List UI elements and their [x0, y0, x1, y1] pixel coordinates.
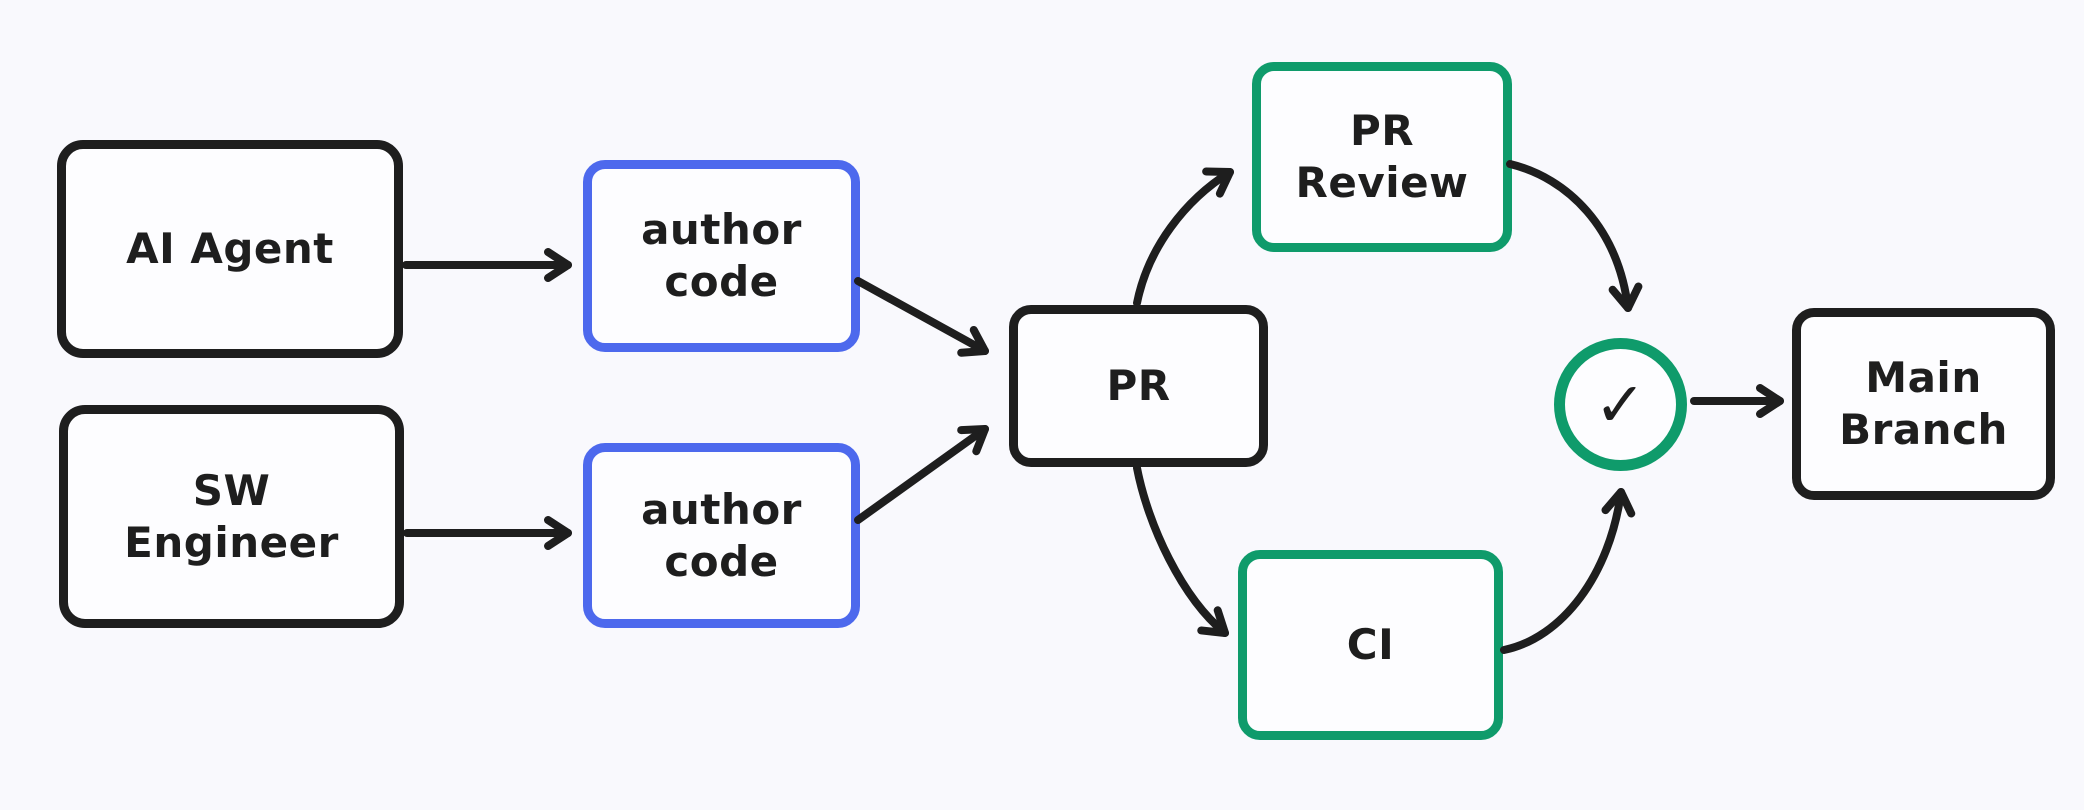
node-main-branch-label-line1: Main: [1865, 353, 1982, 402]
node-author-code-bottom-label-line2: code: [664, 536, 779, 586]
node-author-code-top-label-line2: code: [664, 257, 779, 306]
node-author-code-top-label-line1: author: [641, 205, 802, 254]
node-main-branch: Main Branch: [1792, 308, 2055, 500]
node-author-code-bottom: author code: [583, 443, 860, 628]
arrow-pr-to-pr-review: [1133, 167, 1234, 307]
arrow-author-code-bottom-to-pr: [854, 425, 989, 524]
arrow-ci-to-approval: [1500, 488, 1636, 654]
node-ci: CI: [1238, 550, 1503, 740]
node-sw-engineer-label-line2: Engineer: [124, 517, 339, 567]
node-ai-agent: AI Agent: [57, 140, 403, 358]
node-pr: PR: [1009, 305, 1268, 467]
arrow-pr-to-ci: [1133, 464, 1229, 637]
node-main-branch-label-line2: Branch: [1839, 405, 2008, 454]
arrow-pr-review-to-approval: [1506, 160, 1643, 312]
node-sw-engineer: SW Engineer: [59, 405, 404, 628]
node-ci-label: CI: [1346, 620, 1395, 669]
node-approval-check: ✓: [1554, 338, 1687, 471]
node-ai-agent-label: AI Agent: [126, 224, 334, 273]
node-author-code-bottom-label-line1: author: [641, 484, 802, 534]
node-pr-review: PR Review: [1252, 62, 1512, 252]
arrow-author-code-top-to-pr: [854, 277, 989, 357]
node-pr-label: PR: [1106, 361, 1171, 410]
node-sw-engineer-label-line1: SW: [192, 465, 271, 515]
node-author-code-top: author code: [583, 160, 860, 352]
node-pr-review-label-line2: Review: [1295, 158, 1469, 207]
node-pr-review-label-line1: PR: [1349, 106, 1415, 155]
checkmark-icon: ✓: [1594, 367, 1647, 441]
